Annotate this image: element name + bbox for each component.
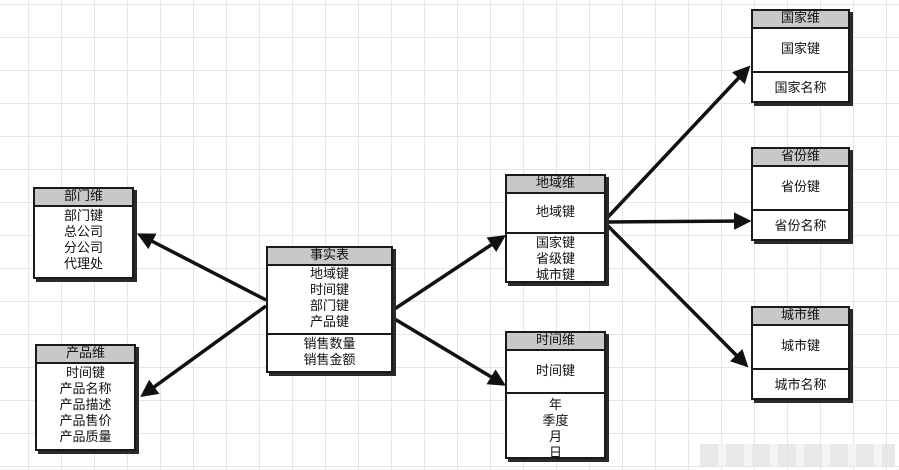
field-time-key: 时间键: [309, 283, 349, 298]
field-province-key: 省份键: [780, 180, 820, 195]
field-country-key: 国家键: [535, 236, 575, 251]
field-city-key: 城市键: [780, 339, 820, 354]
field-department-key: 部门键: [63, 209, 103, 224]
entity-country-fields: 国家名称: [753, 73, 848, 105]
field-country-key: 国家键: [780, 42, 820, 57]
field-head-office: 总公司: [63, 225, 103, 240]
arrow-region-to-province: [607, 212, 752, 230]
field-region-key: 地域键: [535, 205, 575, 220]
entity-province-keys: 省份键: [753, 167, 848, 211]
entity-region[interactable]: 地域维 地域键 国家键 省级键 城市键: [505, 174, 606, 283]
entity-province-fields: 省份名称: [753, 211, 848, 243]
arrow-fact-to-product: [140, 304, 268, 398]
entity-time[interactable]: 时间维 时间键 年 季度 月 日: [505, 331, 606, 462]
entity-fact-keys: 地域键 时间键 部门键 产品键: [268, 266, 391, 335]
field-city-name: 城市名称: [774, 378, 827, 393]
entity-province[interactable]: 省份维 省份键 省份名称: [751, 147, 850, 241]
entity-product-title: 产品维: [37, 346, 134, 364]
arrow-fact-to-time: [392, 316, 507, 386]
field-product-quality: 产品质量: [59, 430, 112, 445]
entity-fact-measures: 销售数量 销售金额: [268, 335, 391, 369]
field-product-name: 产品名称: [59, 382, 112, 397]
field-province-key: 省级键: [535, 252, 575, 267]
entity-region-keys: 地域键: [507, 194, 604, 234]
entity-fact-title: 事实表: [268, 248, 391, 266]
field-time-key: 时间键: [535, 363, 575, 379]
field-product-key: 产品键: [309, 315, 349, 330]
entity-region-title: 地域维: [507, 176, 604, 194]
entity-department[interactable]: 部门维 部门键 总公司 分公司 代理处: [33, 187, 134, 279]
arrow-region-to-country: [606, 65, 751, 219]
entity-city-title: 城市维: [753, 308, 848, 326]
field-month: 月: [548, 430, 562, 445]
entity-time-fields: 年 季度 月 日: [507, 394, 604, 462]
field-branch-office: 分公司: [63, 241, 103, 256]
field-product-price: 产品售价: [59, 414, 112, 429]
entity-country-title: 国家维: [753, 11, 848, 29]
entity-fact[interactable]: 事实表 地域键 时间键 部门键 产品键 销售数量 销售金额: [266, 246, 393, 373]
field-time-key: 时间键: [65, 366, 105, 381]
arrow-region-to-city: [606, 224, 749, 368]
entity-city[interactable]: 城市维 城市键 城市名称: [751, 306, 850, 400]
field-country-name: 国家名称: [774, 81, 827, 96]
field-region-key: 地域键: [309, 267, 349, 282]
field-product-description: 产品描述: [59, 398, 112, 413]
arrow-fact-to-department: [136, 233, 267, 302]
entity-department-fields: 部门键 总公司 分公司 代理处: [35, 207, 132, 273]
field-department-key: 部门键: [309, 299, 349, 314]
arrow-fact-to-region: [392, 235, 506, 312]
field-year: 年: [548, 398, 562, 413]
field-day: 日: [548, 446, 562, 461]
entity-city-fields: 城市名称: [753, 370, 848, 402]
entity-product[interactable]: 产品维 时间键 产品名称 产品描述 产品售价 产品质量: [35, 344, 136, 451]
entity-product-fields: 时间键 产品名称 产品描述 产品售价 产品质量: [37, 364, 134, 446]
entity-time-keys: 时间键: [507, 351, 604, 394]
entity-time-title: 时间维: [507, 333, 604, 351]
entity-country[interactable]: 国家维 国家键 国家名称: [751, 9, 850, 103]
field-quarter: 季度: [542, 414, 569, 429]
entity-province-title: 省份维: [753, 149, 848, 167]
field-agency: 代理处: [63, 257, 103, 272]
entity-department-title: 部门维: [35, 189, 132, 207]
field-province-name: 省份名称: [774, 219, 827, 234]
field-city-key: 城市键: [535, 268, 575, 283]
field-sales-amount: 销售金额: [303, 353, 356, 368]
entity-city-keys: 城市键: [753, 326, 848, 370]
watermark: [700, 444, 895, 466]
entity-country-keys: 国家键: [753, 29, 848, 73]
entity-region-fields: 国家键 省级键 城市键: [507, 234, 604, 284]
field-sales-quantity: 销售数量: [303, 337, 356, 352]
